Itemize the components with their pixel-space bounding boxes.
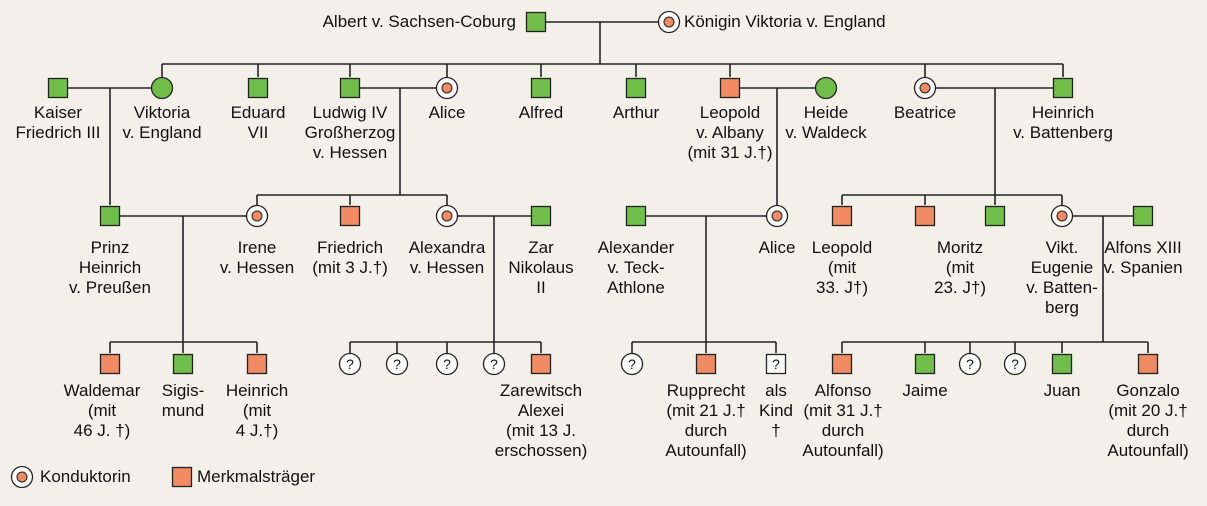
symbol-prinz-heinrich bbox=[99, 205, 121, 227]
symbol-nikolaus bbox=[530, 205, 552, 227]
label-eduard: Eduard VII bbox=[230, 103, 286, 142]
label-friedrich3: Kaiser Friedrich III bbox=[15, 103, 101, 142]
symbol-unknown-spanien-2 bbox=[1003, 352, 1027, 376]
symbol-alexander bbox=[625, 205, 647, 227]
symbol-unknown-romanov-2-mark: ? bbox=[393, 356, 401, 372]
label-alfred: Alfred bbox=[518, 103, 564, 122]
symbol-rupprecht bbox=[695, 353, 717, 375]
label-heide: Heide v. Waldeck bbox=[785, 103, 867, 142]
label-viktoria-queen: Königin Viktoria v. England bbox=[684, 12, 886, 31]
label-juan: Juan bbox=[1043, 381, 1081, 400]
label-prinz-heinrich: Prinz Heinrich v. Preußen bbox=[69, 238, 151, 297]
symbol-leopold-albany bbox=[719, 77, 741, 99]
symbol-leopold-b bbox=[831, 205, 853, 227]
symbol-unknown-spanien-1-mark: ? bbox=[966, 356, 974, 372]
symbol-alexei bbox=[530, 353, 552, 375]
symbol-alice1-dot bbox=[441, 82, 453, 94]
label-gonzalo: Gonzalo (mit 20 J.† durch Autounfall) bbox=[1107, 381, 1189, 460]
symbol-als-kind bbox=[765, 353, 787, 375]
symbol-unknown-romanov-3-mark: ? bbox=[443, 356, 451, 372]
label-irene: Irene v. Hessen bbox=[219, 238, 295, 277]
symbol-jaime bbox=[914, 353, 936, 375]
label-alfonso: Alfonso (mit 31 J.† durch Autounfall) bbox=[802, 381, 884, 460]
label-beatrice: Beatrice bbox=[893, 103, 957, 122]
symbol-unknown-romanov-1-mark: ? bbox=[346, 356, 354, 372]
label-friedrich-h: Friedrich (mit 3 J.†) bbox=[312, 238, 388, 277]
symbol-beatrice-dot bbox=[919, 82, 931, 94]
symbol-heinrich-battenberg bbox=[1052, 77, 1074, 99]
label-eugenie: Vikt. Eugenie v. Batten- berg bbox=[1026, 238, 1098, 317]
label-jaime: Jaime bbox=[902, 381, 948, 400]
legend-affected-symbol bbox=[171, 466, 193, 488]
symbol-gonzalo bbox=[1137, 353, 1159, 375]
legend-carrier-symbol-dot bbox=[16, 471, 28, 483]
symbol-ludwig bbox=[339, 77, 361, 99]
label-nikolaus: Zar Nikolaus II bbox=[508, 238, 574, 297]
label-waldemar: Waldemar (mit 46 J. †) bbox=[63, 381, 141, 440]
symbol-als-kind-mark: ? bbox=[772, 356, 780, 372]
label-heinrich-p: Heinrich (mit 4 J.†) bbox=[225, 381, 289, 440]
symbol-moritz-sib bbox=[914, 205, 936, 227]
symbol-heinrich-p bbox=[246, 353, 268, 375]
symbol-unknown-romanov-4 bbox=[482, 352, 506, 376]
symbol-unknown-spanien-2-mark: ? bbox=[1011, 356, 1019, 372]
symbol-alfons bbox=[1132, 205, 1154, 227]
symbol-eugenie-dot bbox=[1056, 210, 1068, 222]
symbol-eduard bbox=[247, 77, 269, 99]
symbol-unknown-romanov-1 bbox=[338, 352, 362, 376]
symbol-irene-dot bbox=[251, 210, 263, 222]
symbol-waldemar bbox=[99, 353, 121, 375]
label-als-kind: als Kind † bbox=[758, 381, 794, 440]
symbol-unknown-romanov-4-mark: ? bbox=[490, 356, 498, 372]
label-heinrich-battenberg: Heinrich v. Battenberg bbox=[1013, 103, 1113, 142]
symbol-moritz bbox=[984, 205, 1006, 227]
symbol-friedrich-h bbox=[339, 205, 361, 227]
label-leopold-b: Leopold (mit 33. J†) bbox=[811, 238, 873, 297]
symbol-alfred bbox=[530, 77, 552, 99]
symbol-arthur bbox=[625, 77, 647, 99]
symbol-friedrich3 bbox=[47, 77, 69, 99]
label-alexei: Zarewitsch Alexei (mit 13 J. erschossen) bbox=[494, 381, 588, 460]
symbol-viktoria-queen-dot bbox=[663, 16, 675, 28]
label-sigismund: Sigis- mund bbox=[161, 381, 205, 420]
label-rupprecht: Rupprecht (mit 21 J.† durch Autounfall) bbox=[665, 381, 747, 460]
label-ludwig: Ludwig IV Großherzog v. Hessen bbox=[304, 103, 396, 162]
label-moritz: Moritz (mit 23. J†) bbox=[934, 238, 986, 297]
symbol-unknown-romanov-3 bbox=[435, 352, 459, 376]
label-alice1: Alice bbox=[428, 103, 466, 122]
label-alice2: Alice bbox=[758, 238, 796, 257]
label-viktoria-daughter: Viktoria v. England bbox=[122, 103, 202, 142]
symbol-sigismund bbox=[172, 353, 194, 375]
label-albert: Albert v. Sachsen-Coburg bbox=[322, 12, 516, 31]
label-leopold-albany: Leopold v. Albany (mit 31 J.†) bbox=[687, 103, 773, 162]
symbol-alice2-dot bbox=[771, 210, 783, 222]
symbol-unknown-spanien-1 bbox=[958, 352, 982, 376]
legend-carrier-label: Konduktorin bbox=[40, 467, 131, 486]
symbol-unknown-romanov-2 bbox=[385, 352, 409, 376]
symbol-viktoria-daughter bbox=[150, 76, 174, 100]
symbol-alexandra-dot bbox=[441, 210, 453, 222]
symbol-heide bbox=[814, 76, 838, 100]
symbol-unknown-teck-mark: ? bbox=[628, 356, 636, 372]
label-alfons: Alfons XIII v. Spanien bbox=[1103, 238, 1183, 277]
label-alexandra: Alexandra v. Hessen bbox=[408, 238, 486, 277]
symbol-unknown-teck bbox=[620, 352, 644, 376]
label-arthur: Arthur bbox=[612, 103, 660, 122]
symbol-albert bbox=[525, 11, 547, 33]
symbol-juan bbox=[1051, 353, 1073, 375]
label-alexander: Alexander v. Teck- Athlone bbox=[597, 238, 675, 297]
symbol-alfonso bbox=[831, 353, 853, 375]
legend-affected-label: Merkmalsträger bbox=[197, 467, 316, 486]
